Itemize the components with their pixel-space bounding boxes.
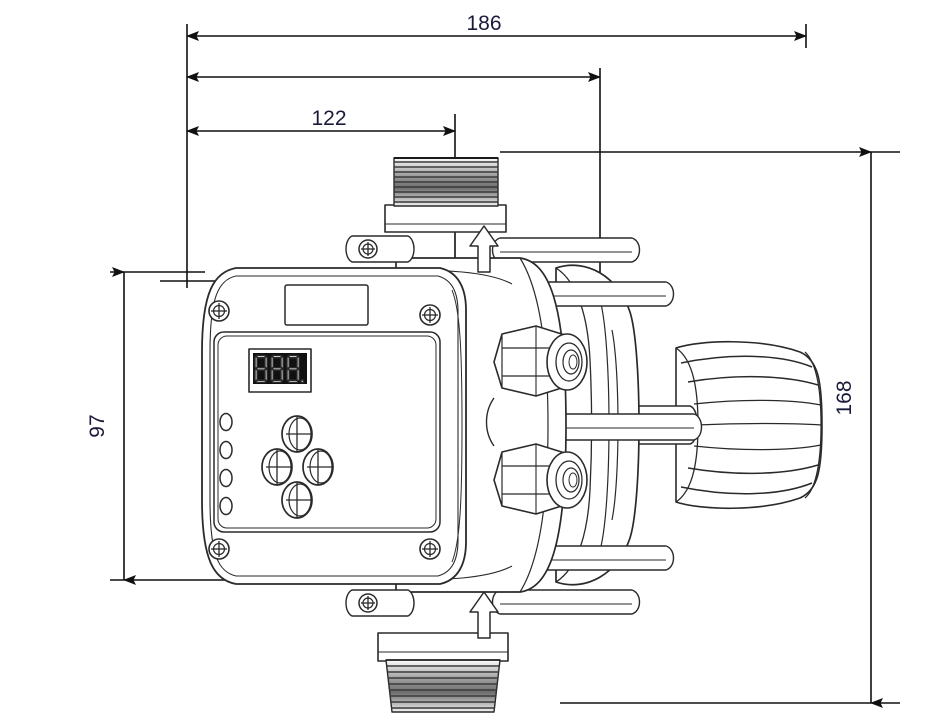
device-geometry <box>201 157 823 713</box>
mounting-lug-bottom <box>345 589 415 617</box>
button-right <box>302 448 334 486</box>
led-1 <box>219 412 233 432</box>
flow-arrow-bottom <box>469 591 499 639</box>
dimension-label-122: 122 <box>311 107 346 130</box>
dimension-label-97: 97 <box>86 414 109 437</box>
flow-arrow-top <box>469 225 499 273</box>
flange-tie-rods <box>491 237 703 615</box>
screw-bottom-right <box>419 538 441 560</box>
dimension-label-168: 168 <box>833 380 856 415</box>
controller-head <box>201 267 467 585</box>
led-2 <box>219 440 233 460</box>
label-recess <box>284 284 369 326</box>
screw-bottom-left <box>208 538 230 560</box>
keypad <box>261 415 334 519</box>
led-4 <box>219 496 233 516</box>
screw-top-right <box>419 304 441 326</box>
dimension-label-186: 186 <box>466 12 501 35</box>
seven-segment-display <box>248 348 312 393</box>
bottom-threaded-connector <box>377 632 509 713</box>
hex-fitting-lower <box>493 443 588 515</box>
screw-top-left <box>208 300 230 322</box>
panel-screws <box>208 300 441 560</box>
ribbed-pressure-cap <box>675 340 823 510</box>
led-3 <box>219 468 233 488</box>
button-up <box>281 415 313 453</box>
status-led-column <box>219 412 233 516</box>
mounting-lug-top <box>345 235 415 263</box>
display-digits <box>254 354 305 384</box>
dimension-lines-group <box>110 24 900 708</box>
front-panel-plate <box>213 331 441 533</box>
top-threaded-connector <box>384 157 507 233</box>
button-left <box>261 448 293 486</box>
button-down <box>281 481 313 519</box>
hex-fitting-upper <box>493 325 588 397</box>
